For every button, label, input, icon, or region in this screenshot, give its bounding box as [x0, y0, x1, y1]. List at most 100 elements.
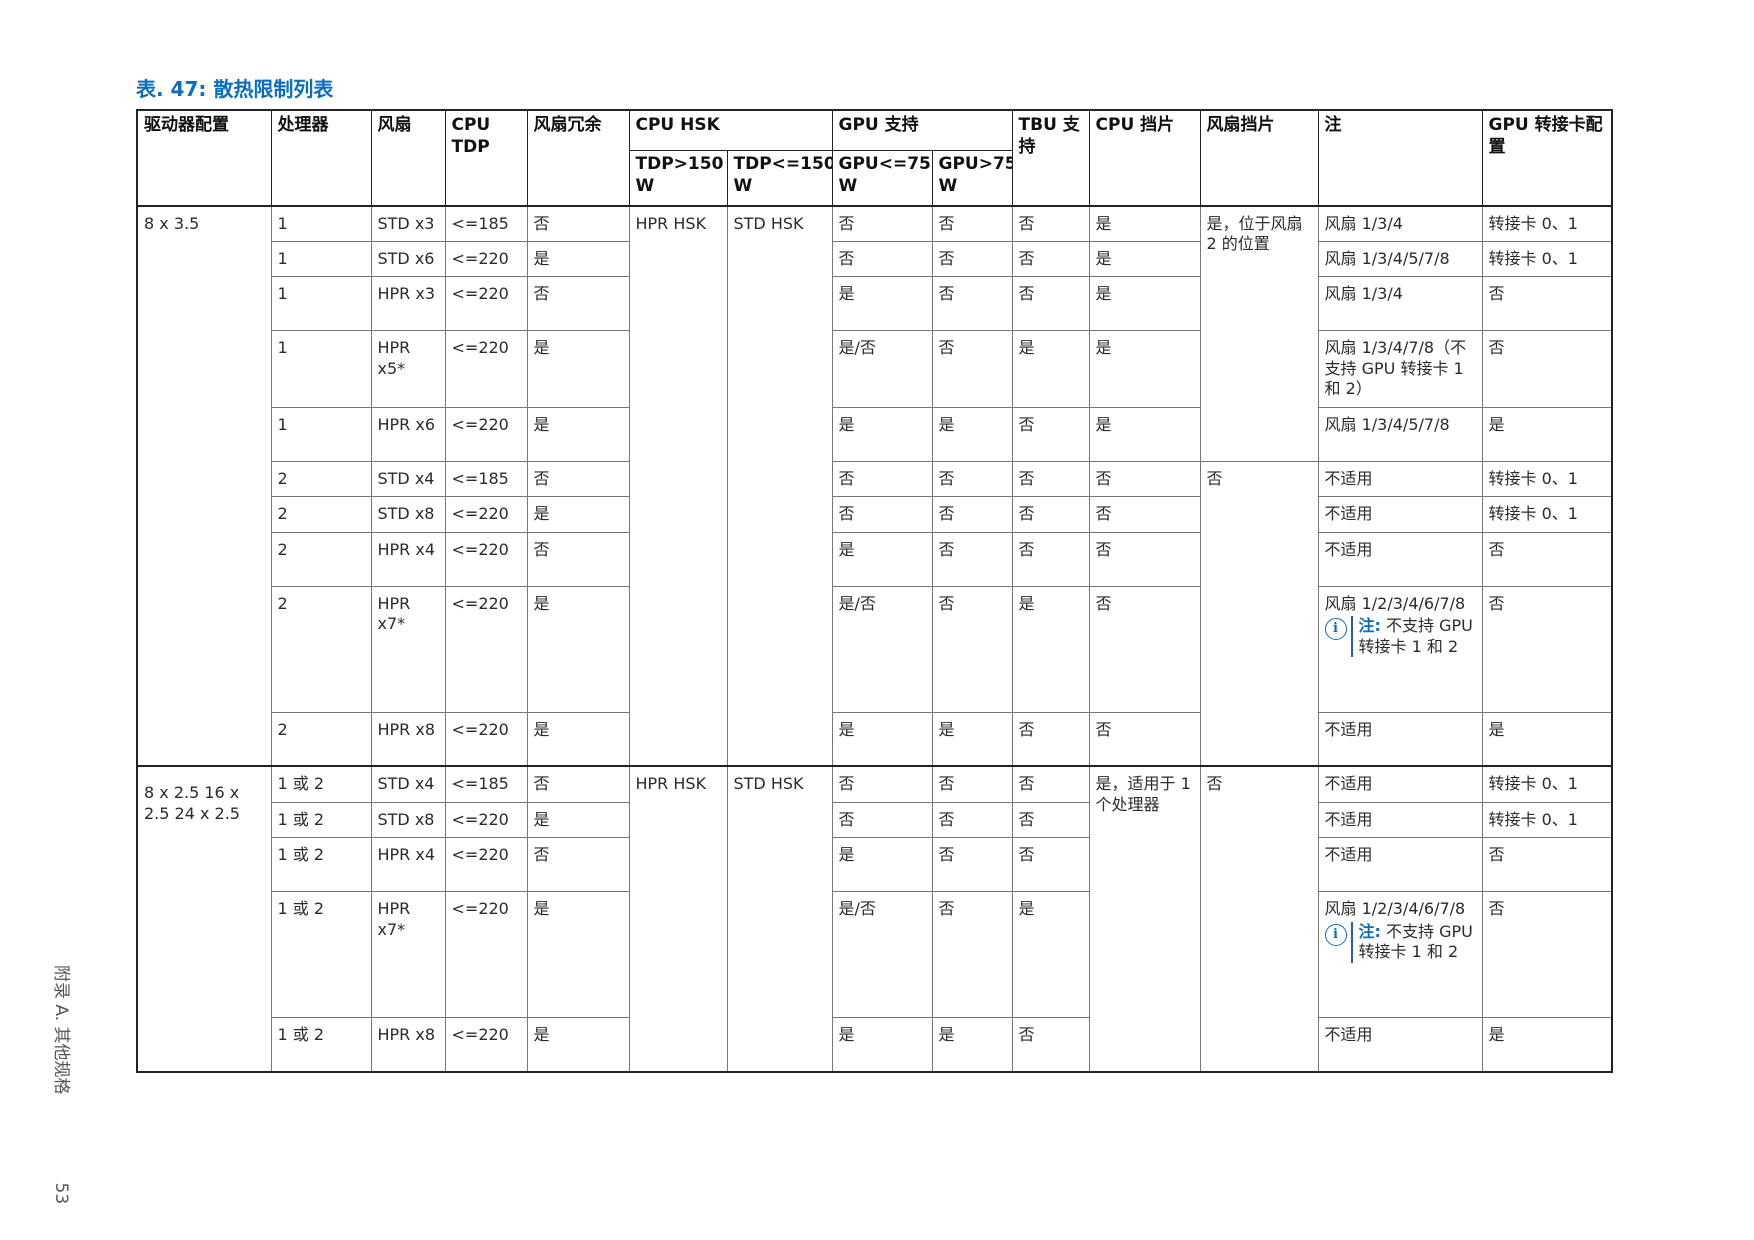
riser-cell: 是: [1481, 1017, 1613, 1073]
table-row: 1 或 2 HPR x4 <=220 否 是 否 否 不适用 否: [137, 837, 1613, 893]
tbu-cell: 否: [1011, 204, 1090, 242]
gpu-gt75-cell: 否: [931, 837, 1013, 893]
fan-redundancy-cell: 是: [526, 240, 630, 278]
gpu-gt75-cell: 是: [931, 1017, 1013, 1073]
cpu-blank-cell: 是: [1088, 276, 1201, 332]
cpu-tdp-cell: <=220: [444, 711, 528, 767]
note-cell: 不适用: [1317, 711, 1483, 767]
header-tdp-gt150: TDP>150 W: [628, 150, 728, 206]
tbu-cell: 是: [1011, 330, 1090, 408]
table-row: 2 STD x8 <=220 是 否 否 否 否 不适用 转接卡 0、1: [137, 496, 1613, 533]
processor-cell: 1: [270, 276, 372, 332]
fan-cell: STD x3: [370, 204, 446, 242]
note-fan-list: 风扇 1/2/3/4/6/7/8: [1324, 899, 1466, 919]
gpu-gt75-cell: 是: [931, 711, 1013, 767]
processor-cell: 2: [270, 585, 372, 713]
gpu-le75-cell: 是: [831, 1017, 933, 1073]
processor-cell: 1 或 2: [270, 765, 372, 803]
note-divider: [1350, 921, 1353, 963]
header-cpu-hsk: CPU HSK: [628, 109, 833, 151]
note-label: 注:: [1358, 921, 1381, 941]
cpu-tdp-cell: <=220: [444, 496, 528, 533]
note-label: 注:: [1358, 616, 1381, 636]
riser-cell: 是: [1481, 406, 1613, 462]
note-cell: 不适用: [1317, 531, 1483, 587]
gpu-gt75-cell: 否: [931, 765, 1013, 803]
tbu-cell: 是: [1011, 585, 1090, 713]
gpu-le75-cell: 是/否: [831, 330, 933, 408]
note-cell: 不适用: [1317, 801, 1483, 839]
note-callout-text: 注: 不支持 GPU 转接卡 1 和 2: [1359, 616, 1476, 657]
header-tbu-support: TBU 支持: [1011, 109, 1090, 206]
header-cpu-tdp: CPU TDP: [444, 109, 528, 206]
gpu-gt75-cell: 否: [931, 276, 1013, 332]
fan-cell: HPR x7*: [370, 891, 446, 1019]
gpu-le75-cell: 否: [831, 801, 933, 839]
processor-cell: 1: [270, 330, 372, 408]
note-cell: 不适用: [1317, 837, 1483, 893]
tbu-cell: 否: [1011, 711, 1090, 767]
drive-config-cell: 8 x 2.5 16 x 2.5 24 x 2.5: [136, 765, 272, 1073]
table-body: 8 x 3.5 1 STD x3 <=185 否 HPR HSK STD HSK…: [136, 204, 1613, 1073]
fan-redundancy-cell: 是: [526, 585, 630, 713]
note-cell: 风扇 1/3/4: [1317, 276, 1483, 332]
riser-cell: 是: [1481, 711, 1613, 767]
fan-redundancy-cell: 否: [526, 531, 630, 587]
cpu-tdp-cell: <=220: [444, 801, 528, 839]
processor-cell: 2: [270, 460, 372, 498]
gpu-le75-cell: 是/否: [831, 585, 933, 713]
fan-blank-cell: 否: [1199, 765, 1319, 1073]
fan-redundancy-cell: 是: [526, 711, 630, 767]
gpu-le75-cell: 是: [831, 406, 933, 462]
note-cell: 不适用: [1317, 765, 1483, 803]
table-row: 1 HPR x3 <=220 否 是 否 否 是 风扇 1/3/4 否: [137, 276, 1613, 332]
header-fan: 风扇: [370, 109, 446, 206]
fan-redundancy-cell: 是: [526, 496, 630, 533]
gpu-le75-cell: 是: [831, 276, 933, 332]
gpu-gt75-cell: 否: [931, 460, 1013, 498]
fan-redundancy-cell: 是: [526, 1017, 630, 1073]
page-number: 53: [51, 1182, 71, 1205]
note-divider: [1350, 616, 1353, 658]
fan-cell: HPR x7*: [370, 585, 446, 713]
header-note: 注: [1317, 109, 1483, 206]
cpu-blank-cell: 是: [1088, 204, 1201, 242]
gpu-le75-cell: 是/否: [831, 891, 933, 1019]
note-cell: 不适用: [1317, 460, 1483, 498]
tbu-cell: 否: [1011, 765, 1090, 803]
note-cell: 风扇 1/3/4/5/7/8: [1317, 240, 1483, 278]
gpu-le75-cell: 是: [831, 531, 933, 587]
fan-redundancy-cell: 是: [526, 330, 630, 408]
fan-cell: HPR x4: [370, 531, 446, 587]
riser-cell: 转接卡 0、1: [1481, 765, 1613, 803]
fan-redundancy-cell: 否: [526, 765, 630, 803]
processor-cell: 1: [270, 240, 372, 278]
header-drive-config: 驱动器配置: [136, 109, 272, 206]
cpu-tdp-cell: <=220: [444, 837, 528, 893]
riser-cell: 转接卡 0、1: [1481, 204, 1613, 242]
processor-cell: 1 或 2: [270, 891, 372, 1019]
cpu-tdp-cell: <=220: [444, 585, 528, 713]
table-row: 8 x 2.5 16 x 2.5 24 x 2.5 1 或 2 STD x4 <…: [136, 765, 1613, 1073]
header-cpu-blank: CPU 挡片: [1088, 109, 1201, 206]
cpu-blank-cell: 是: [1088, 330, 1201, 408]
fan-cell: STD x8: [370, 801, 446, 839]
note-cell: 不适用: [1317, 496, 1483, 533]
cpu-tdp-cell: <=220: [444, 891, 528, 1019]
tbu-cell: 否: [1011, 460, 1090, 498]
hsk-le150-cell: STD HSK: [726, 765, 833, 1073]
note-callout-text: 注: 不支持 GPU 转接卡 1 和 2: [1359, 922, 1476, 963]
table-row: 8 x 3.5 1 STD x3 <=185 否 HPR HSK STD HSK…: [136, 204, 1613, 767]
note-cell: 风扇 1/2/3/4/6/7/8 i 注: 不支持 GPU 转接卡 1 和 2: [1317, 585, 1483, 713]
table-row: 1 或 2 STD x8 <=220 是 否 否 否 不适用 转接卡 0、1: [137, 801, 1613, 839]
processor-cell: 1 或 2: [270, 837, 372, 893]
riser-cell: 转接卡 0、1: [1481, 801, 1613, 839]
cpu-tdp-cell: <=220: [444, 240, 528, 278]
header-tdp-le150: TDP<=150 W: [726, 150, 833, 206]
fan-redundancy-cell: 是: [526, 801, 630, 839]
info-icon: i: [1324, 923, 1347, 946]
header-gpu-support: GPU 支持: [831, 109, 1013, 151]
gpu-gt75-cell: 是: [931, 406, 1013, 462]
gpu-gt75-cell: 否: [931, 801, 1013, 839]
cpu-blank-cell: 否: [1088, 711, 1201, 767]
